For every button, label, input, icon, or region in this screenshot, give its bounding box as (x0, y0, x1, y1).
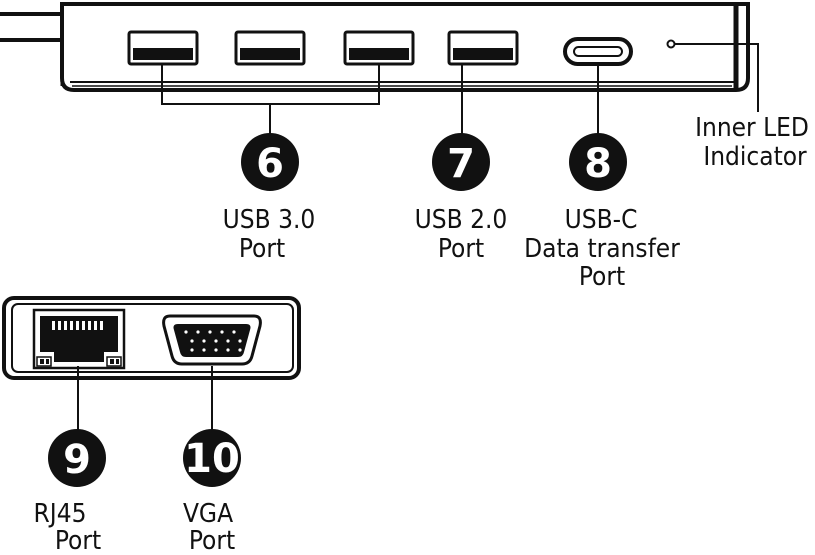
callout-label: Port (239, 234, 285, 264)
leader-lines (77, 366, 213, 430)
callout-number: 9 (63, 437, 91, 483)
rj45-port-icon (32, 308, 126, 370)
callout-number: 7 (447, 141, 475, 187)
callout-badge-7: 7 (432, 133, 490, 191)
callout-number: 6 (256, 141, 284, 187)
usb-a-port-icon (127, 30, 199, 66)
callout-label: Inner LED (695, 113, 809, 143)
callout-badge-6: 6 (241, 133, 299, 191)
usb-c-port-icon (563, 37, 633, 66)
callout-badge-8: 8 (569, 133, 627, 191)
usb-a-port-icon (234, 30, 306, 66)
callout-label: Port (438, 234, 484, 264)
callout-label: Data transfer (524, 234, 680, 264)
callout-label: Port (579, 262, 625, 292)
callout-number: 10 (184, 436, 240, 482)
callout-label: USB 3.0 (223, 205, 316, 235)
usb-a-port-icon (447, 30, 519, 66)
vga-port-icon (162, 314, 262, 366)
led-indicator-icon (666, 39, 676, 49)
callout-label: USB 2.0 (415, 205, 508, 235)
callout-label: USB-C (565, 205, 638, 235)
callout-label: Port (189, 526, 235, 555)
callout-label: RJ45 (34, 499, 87, 529)
callout-badge-10: 10 (183, 429, 241, 487)
callout-number: 8 (584, 141, 612, 187)
callout-label: Port (55, 526, 101, 555)
callout-label: VGA (183, 499, 233, 529)
callout-badge-9: 9 (48, 429, 106, 487)
callout-label: Indicator (703, 142, 807, 172)
usb-a-port-icon (343, 30, 415, 66)
leader-lines (161, 43, 759, 140)
cable (0, 12, 64, 42)
